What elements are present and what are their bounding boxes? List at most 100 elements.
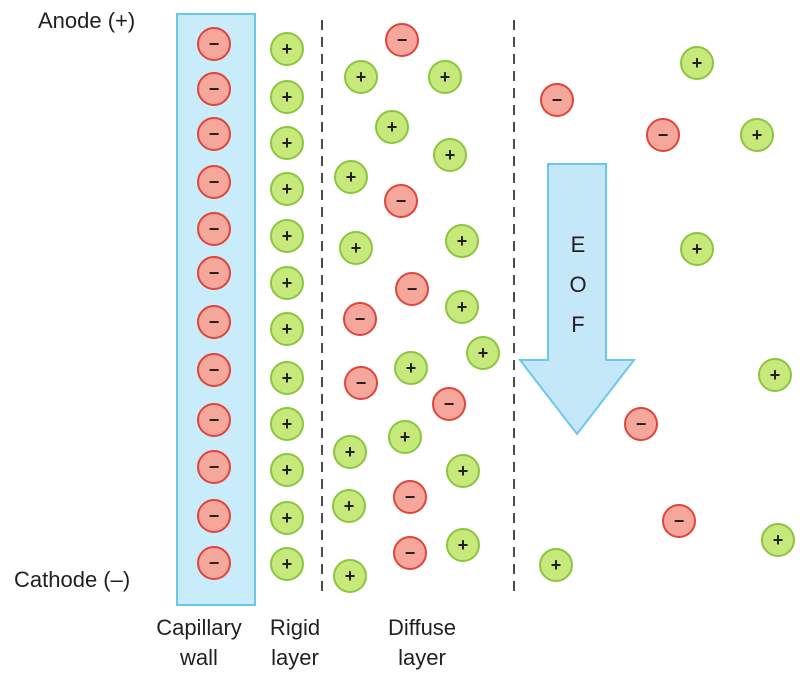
diffuse-positive-ion: +	[375, 110, 409, 144]
eof-letter-e: E	[570, 232, 586, 257]
wall-negative-ion: −	[197, 353, 231, 387]
svg-text:−: −	[209, 219, 220, 239]
rigid-positive-ion: +	[270, 32, 304, 66]
diffuse-positive-ion: +	[333, 559, 367, 593]
svg-text:−: −	[209, 553, 220, 573]
svg-text:+: +	[752, 125, 763, 145]
diffuse-negative-ion: −	[384, 184, 418, 218]
svg-text:−: −	[209, 79, 220, 99]
ions-group: −−−−−−−−−−−−++++++++++++−+++++−++−+−++−−…	[197, 23, 795, 593]
wall-negative-ion: −	[197, 256, 231, 290]
anode-label: Anode (+)	[38, 8, 136, 33]
svg-text:+: +	[692, 239, 703, 259]
diffuse-positive-ion: +	[446, 528, 480, 562]
rigid-positive-ion: +	[270, 312, 304, 346]
eof-arrow	[517, 163, 637, 436]
eof-letter-o: O	[569, 272, 587, 297]
diffuse-positive-ion: +	[394, 351, 428, 385]
svg-text:−: −	[209, 172, 220, 192]
diffuse-positive-ion: +	[433, 138, 467, 172]
svg-text:−: −	[209, 124, 220, 144]
diffuse-positive-ion: +	[333, 435, 367, 469]
svg-text:+: +	[457, 231, 468, 251]
wall-negative-ion: −	[197, 165, 231, 199]
cathode-label: Cathode (–)	[14, 567, 131, 592]
svg-text:−: −	[552, 90, 563, 110]
diffuse-negative-ion: −	[395, 272, 429, 306]
svg-text:−: −	[355, 309, 366, 329]
svg-text:−: −	[674, 511, 685, 531]
diffuse-negative-ion: −	[393, 480, 427, 514]
bulk-positive-ion: +	[680, 46, 714, 80]
capillary-wall-label-line2: wall	[180, 645, 218, 670]
rigid-positive-ion: +	[270, 172, 304, 206]
diffuse-positive-ion: +	[445, 224, 479, 258]
svg-text:+: +	[356, 67, 367, 87]
bulk-negative-ion: −	[624, 407, 658, 441]
svg-text:−: −	[209, 360, 220, 380]
bulk-positive-ion: +	[740, 118, 774, 152]
rigid-positive-ion: +	[270, 361, 304, 395]
wall-negative-ion: −	[197, 117, 231, 151]
wall-negative-ion: −	[197, 403, 231, 437]
svg-text:+: +	[692, 53, 703, 73]
bulk-positive-ion: +	[539, 548, 573, 582]
diffuse-positive-ion: +	[339, 231, 373, 265]
svg-text:+: +	[406, 358, 417, 378]
diffuse-positive-ion: +	[446, 454, 480, 488]
svg-text:+: +	[282, 226, 293, 246]
svg-text:+: +	[282, 319, 293, 339]
svg-text:−: −	[397, 30, 408, 50]
wall-negative-ion: −	[197, 305, 231, 339]
diffuse-layer-label-line1: Diffuse	[387, 615, 457, 640]
svg-text:+: +	[478, 343, 489, 363]
wall-negative-ion: −	[197, 546, 231, 580]
svg-text:+: +	[344, 496, 355, 516]
svg-text:+: +	[282, 133, 293, 153]
svg-text:+: +	[773, 530, 784, 550]
rigid-positive-ion: +	[270, 501, 304, 535]
svg-text:+: +	[440, 67, 451, 87]
svg-text:+: +	[458, 461, 469, 481]
rigid-layer-label-line1: Rigid	[269, 615, 321, 640]
wall-negative-ion: −	[197, 450, 231, 484]
diffuse-negative-ion: −	[385, 23, 419, 57]
svg-text:−: −	[209, 312, 220, 332]
svg-text:+: +	[346, 167, 357, 187]
diffuse-positive-ion: +	[344, 60, 378, 94]
svg-text:+: +	[282, 87, 293, 107]
rigid-positive-ion: +	[270, 547, 304, 581]
svg-text:−: −	[209, 34, 220, 54]
svg-text:+: +	[457, 297, 468, 317]
bulk-negative-ion: −	[540, 83, 574, 117]
diffuse-positive-ion: +	[334, 160, 368, 194]
diffuse-negative-ion: −	[344, 366, 378, 400]
svg-text:+: +	[282, 273, 293, 293]
svg-text:+: +	[345, 566, 356, 586]
svg-text:+: +	[351, 238, 362, 258]
svg-text:+: +	[282, 508, 293, 528]
svg-text:+: +	[387, 117, 398, 137]
diffuse-layer-label-line2: layer	[398, 645, 446, 670]
bulk-positive-ion: +	[758, 358, 792, 392]
svg-text:−: −	[444, 394, 455, 414]
svg-text:−: −	[209, 457, 220, 477]
svg-text:−: −	[209, 410, 220, 430]
svg-text:+: +	[282, 368, 293, 388]
diffuse-negative-ion: −	[432, 387, 466, 421]
diffuse-negative-ion: −	[343, 302, 377, 336]
svg-text:−: −	[658, 125, 669, 145]
svg-text:+: +	[445, 145, 456, 165]
rigid-positive-ion: +	[270, 126, 304, 160]
svg-text:+: +	[458, 535, 469, 555]
bulk-positive-ion: +	[761, 523, 795, 557]
diffuse-positive-ion: +	[428, 60, 462, 94]
diffuse-negative-ion: −	[393, 536, 427, 570]
svg-text:+: +	[770, 365, 781, 385]
svg-text:−: −	[209, 506, 220, 526]
svg-text:+: +	[282, 414, 293, 434]
rigid-positive-ion: +	[270, 407, 304, 441]
svg-text:+: +	[282, 39, 293, 59]
